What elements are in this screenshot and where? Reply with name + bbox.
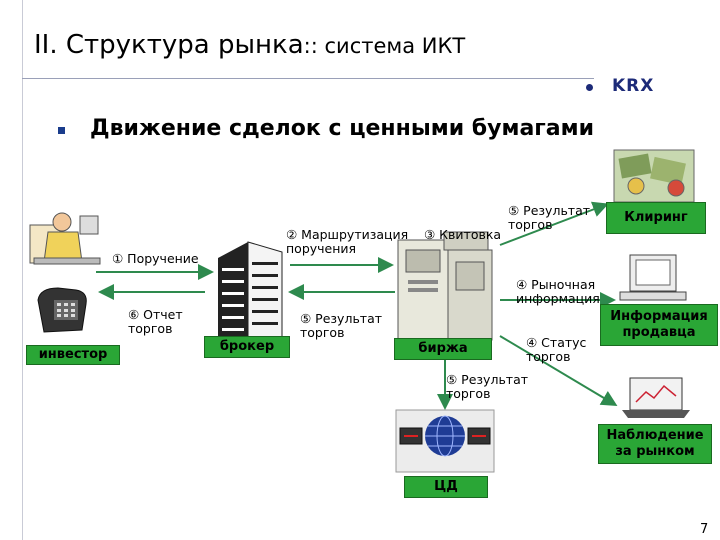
arrow-result-clearing xyxy=(499,201,609,246)
csd-box: ЦД xyxy=(404,476,488,498)
slide-title: II. Структура рынка:: система ИКТ xyxy=(34,30,466,60)
broker-box: брокер xyxy=(204,336,290,358)
telephone-icon xyxy=(37,287,87,333)
logo-dot xyxy=(586,84,593,91)
network-globe-icon xyxy=(395,409,495,473)
computer-icon xyxy=(619,254,687,301)
label-report: ⑥ Отчет торгов xyxy=(128,307,183,336)
subtitle: Движение сделок с ценными бумагами xyxy=(90,116,595,141)
arrow-status xyxy=(499,335,618,407)
label-market-info: ④ Рыночная информация xyxy=(516,277,600,306)
label-routing: ② Маршрутизация поручения xyxy=(286,227,409,256)
page-number: 7 xyxy=(700,522,709,537)
laptop-icon xyxy=(622,377,690,418)
krx-logo: KRX xyxy=(612,76,655,96)
clearing-box: Клиринг xyxy=(606,202,706,234)
label-result-csd: ⑤ Результат торгов xyxy=(446,372,529,401)
investor-box: инвестор xyxy=(26,345,120,365)
exchange-box: биржа xyxy=(394,338,492,360)
vendor-info-box: Информация продавца xyxy=(600,304,718,346)
label-order: ① Поручение xyxy=(112,251,199,266)
title-underline xyxy=(22,78,594,79)
label-quote: ③ Квитовка xyxy=(424,227,502,242)
left-border-line xyxy=(22,0,23,540)
label-status: ④ Статус торгов xyxy=(526,335,587,364)
label-result-clearing: ⑤ Результат торгов xyxy=(508,203,591,232)
money-icon xyxy=(613,149,695,203)
bullet-icon xyxy=(58,127,65,134)
label-result-broker: ⑤ Результат торгов xyxy=(300,311,383,340)
surveillance-box: Наблюдение за рынком xyxy=(598,424,712,464)
building-icon xyxy=(218,241,283,349)
server-icon xyxy=(397,231,493,341)
operator-icon xyxy=(29,212,101,265)
